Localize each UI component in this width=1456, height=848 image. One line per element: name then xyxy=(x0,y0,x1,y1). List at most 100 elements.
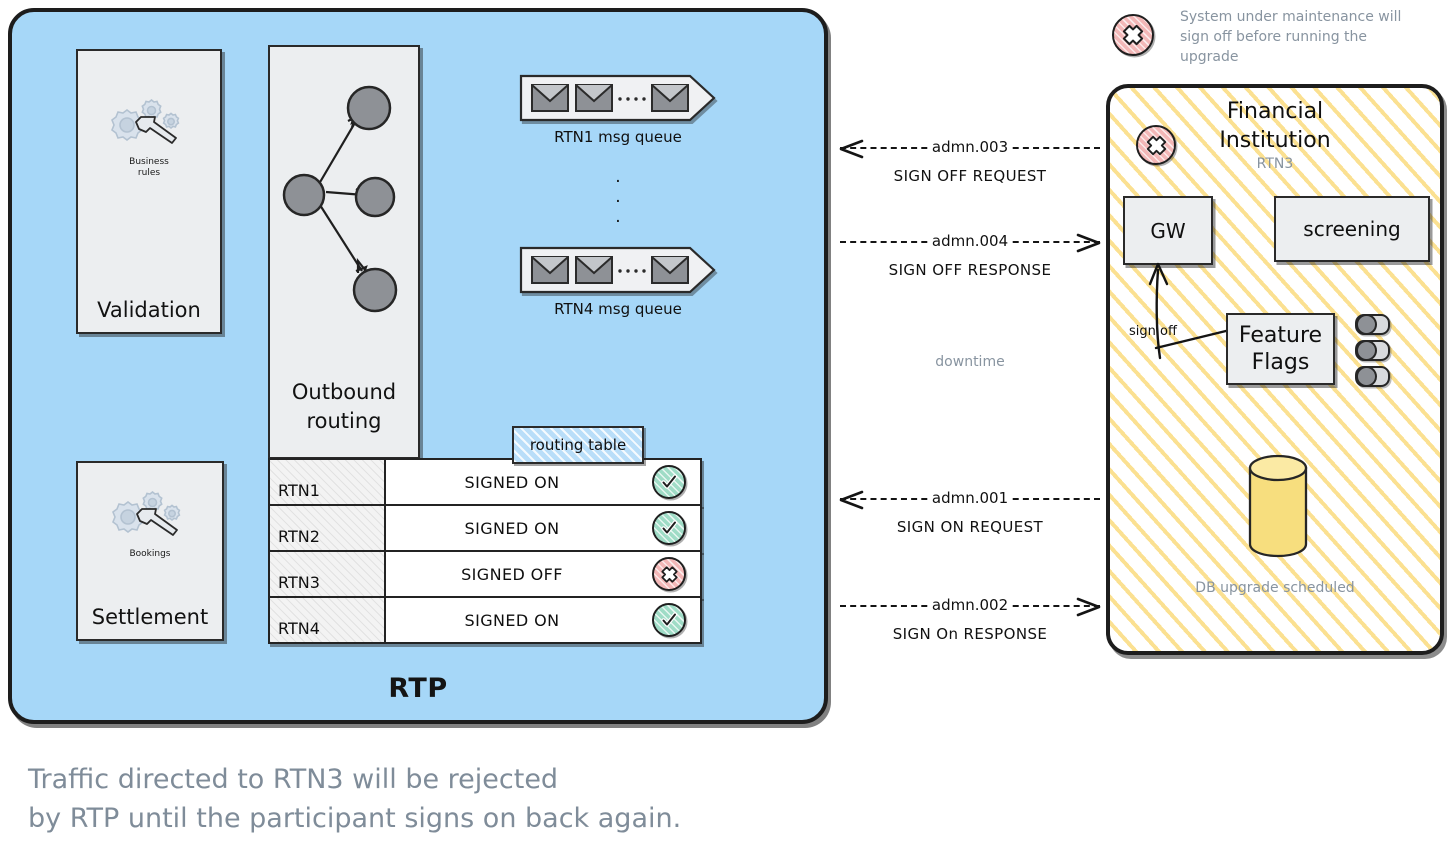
arrow-left-icon xyxy=(839,139,864,159)
sign-off-arrow xyxy=(1148,262,1232,360)
check-icon xyxy=(652,511,686,545)
row-status-label: SIGNED ON xyxy=(464,472,560,492)
bottom-caption-line-1: Traffic directed to RTN3 will be rejecte… xyxy=(28,764,559,795)
maintenance-badge xyxy=(1112,14,1154,56)
sign-off-label: sign off xyxy=(1129,324,1177,339)
queue-arrow-shape xyxy=(519,246,716,294)
row-status-badge xyxy=(638,511,700,545)
arrow-left-icon xyxy=(839,490,864,510)
flow-admn-004: admn.004 SIGN OFF RESPONSE xyxy=(840,232,1101,279)
business-rules-icon-group: Business rules xyxy=(78,98,220,180)
queue-vertical-ellipsis: · · · xyxy=(615,172,621,232)
flow-caption: SIGN OFF REQUEST xyxy=(893,167,1047,185)
flow-admn-002: admn.002 SIGN On RESPONSE xyxy=(840,596,1101,643)
bottom-caption-line-2: by RTP until the participant signs on ba… xyxy=(28,803,682,835)
flow-caption: SIGN On RESPONSE xyxy=(892,625,1048,643)
feature-flag-toggle[interactable] xyxy=(1355,340,1390,361)
msg-queue-rtn4-caption: RTN4 msg queue xyxy=(554,300,682,318)
flow-line: admn.003 xyxy=(839,138,1100,159)
row-key-cell: RTN1 xyxy=(270,460,386,504)
queue-ellipsis xyxy=(618,269,646,273)
row-status-badge xyxy=(638,603,700,637)
flow-admn-003: admn.003 SIGN OFF REQUEST xyxy=(839,138,1100,185)
flow-line: admn.002 xyxy=(840,596,1101,617)
queue-arrow-shape xyxy=(519,74,716,122)
screening-box: screening xyxy=(1274,196,1430,262)
hatch-fill xyxy=(270,598,384,642)
flow-tag: admn.001 xyxy=(927,489,1013,507)
maintenance-note-text: System under maintenance will sign off b… xyxy=(1180,9,1402,65)
graph-node xyxy=(352,267,398,313)
fi-title: Financial Institution xyxy=(1219,99,1331,153)
cross-icon xyxy=(652,557,686,591)
hatch-fill xyxy=(270,552,384,596)
table-row[interactable]: RTN3 SIGNED OFF xyxy=(268,550,702,598)
financial-institution-panel: Financial Institution RTN3 GW screening … xyxy=(1106,84,1444,655)
envelope-icon xyxy=(651,84,689,112)
envelope-icon xyxy=(575,256,613,284)
graph-node xyxy=(354,176,396,218)
row-status-label: SIGNED OFF xyxy=(461,564,563,584)
flow-tag: admn.003 xyxy=(927,138,1013,156)
routing-table: RTN1 SIGNED ON RTN2 SIGNED ON xyxy=(268,458,702,644)
database-cylinder-icon xyxy=(1248,454,1308,558)
graph-node xyxy=(346,85,392,131)
hatch-fill xyxy=(270,460,384,504)
rtp-panel-label: RTP xyxy=(388,673,448,704)
row-status-badge xyxy=(638,557,700,591)
row-key-label: RTN2 xyxy=(278,527,320,546)
downtime-label: downtime xyxy=(935,354,1005,370)
hatch-fill xyxy=(270,506,384,550)
row-status-badge xyxy=(638,465,700,499)
rtp-panel: Business rules Validation xyxy=(8,8,828,724)
graph-node xyxy=(282,173,326,217)
feature-flags-box: Feature Flags xyxy=(1226,313,1335,385)
flow-tag: admn.004 xyxy=(927,232,1013,250)
envelope-icon xyxy=(575,84,613,112)
arrow-right-icon xyxy=(1076,233,1101,253)
row-key-cell: RTN2 xyxy=(270,506,386,550)
gears-wrench-icon xyxy=(112,490,181,536)
flow-line: admn.004 xyxy=(840,232,1101,253)
settlement-card: Bookings Settlement xyxy=(76,461,224,641)
queue-ellipsis xyxy=(618,97,646,101)
feature-flag-toggle[interactable] xyxy=(1355,366,1390,387)
gw-box: GW xyxy=(1123,196,1213,265)
feature-flag-toggle[interactable] xyxy=(1355,314,1390,335)
settlement-title: Settlement xyxy=(91,605,209,629)
flow-caption: SIGN OFF RESPONSE xyxy=(888,261,1052,279)
fi-maintenance-badge xyxy=(1136,125,1176,165)
cross-icon xyxy=(1136,125,1176,165)
row-key-label: RTN4 xyxy=(278,619,320,638)
bottom-caption: Traffic directed to RTN3 will be rejecte… xyxy=(28,760,928,838)
row-key-cell: RTN4 xyxy=(270,598,386,642)
outbound-routing-card: Outbound routing xyxy=(268,45,420,459)
table-row[interactable]: RTN1 SIGNED ON xyxy=(268,458,702,506)
toggle-knob xyxy=(1356,314,1377,335)
flow-line: admn.001 xyxy=(839,489,1100,510)
msg-queue-rtn1-caption: RTN1 msg queue xyxy=(554,128,682,146)
toggle-knob xyxy=(1356,340,1377,361)
table-row[interactable]: RTN4 SIGNED ON xyxy=(268,596,702,644)
flow-caption: SIGN ON REQUEST xyxy=(896,518,1044,536)
routing-table-tag: routing table xyxy=(512,426,644,464)
routing-graph-icon xyxy=(282,85,398,313)
toggle-knob xyxy=(1356,366,1377,387)
msg-queue-rtn4: RTN4 msg queue xyxy=(518,244,718,318)
arrow-right-icon xyxy=(1076,597,1101,617)
validation-card: Business rules Validation xyxy=(76,49,222,334)
gears-wrench-icon xyxy=(111,98,180,144)
envelope-icon xyxy=(531,256,569,284)
envelope-icon xyxy=(651,256,689,284)
check-icon xyxy=(652,465,686,499)
bookings-icon-group: Bookings xyxy=(78,490,222,560)
row-key-cell: RTN3 xyxy=(270,552,386,596)
business-rules-caption: Business rules xyxy=(129,157,169,179)
table-row[interactable]: RTN2 SIGNED ON xyxy=(268,504,702,552)
check-icon xyxy=(652,603,686,637)
envelope-icon xyxy=(531,84,569,112)
outbound-routing-title: Outbound routing xyxy=(291,380,397,433)
routing-table-tag-label: routing table xyxy=(529,436,627,454)
msg-queue-rtn1: RTN1 msg queue xyxy=(518,72,718,146)
